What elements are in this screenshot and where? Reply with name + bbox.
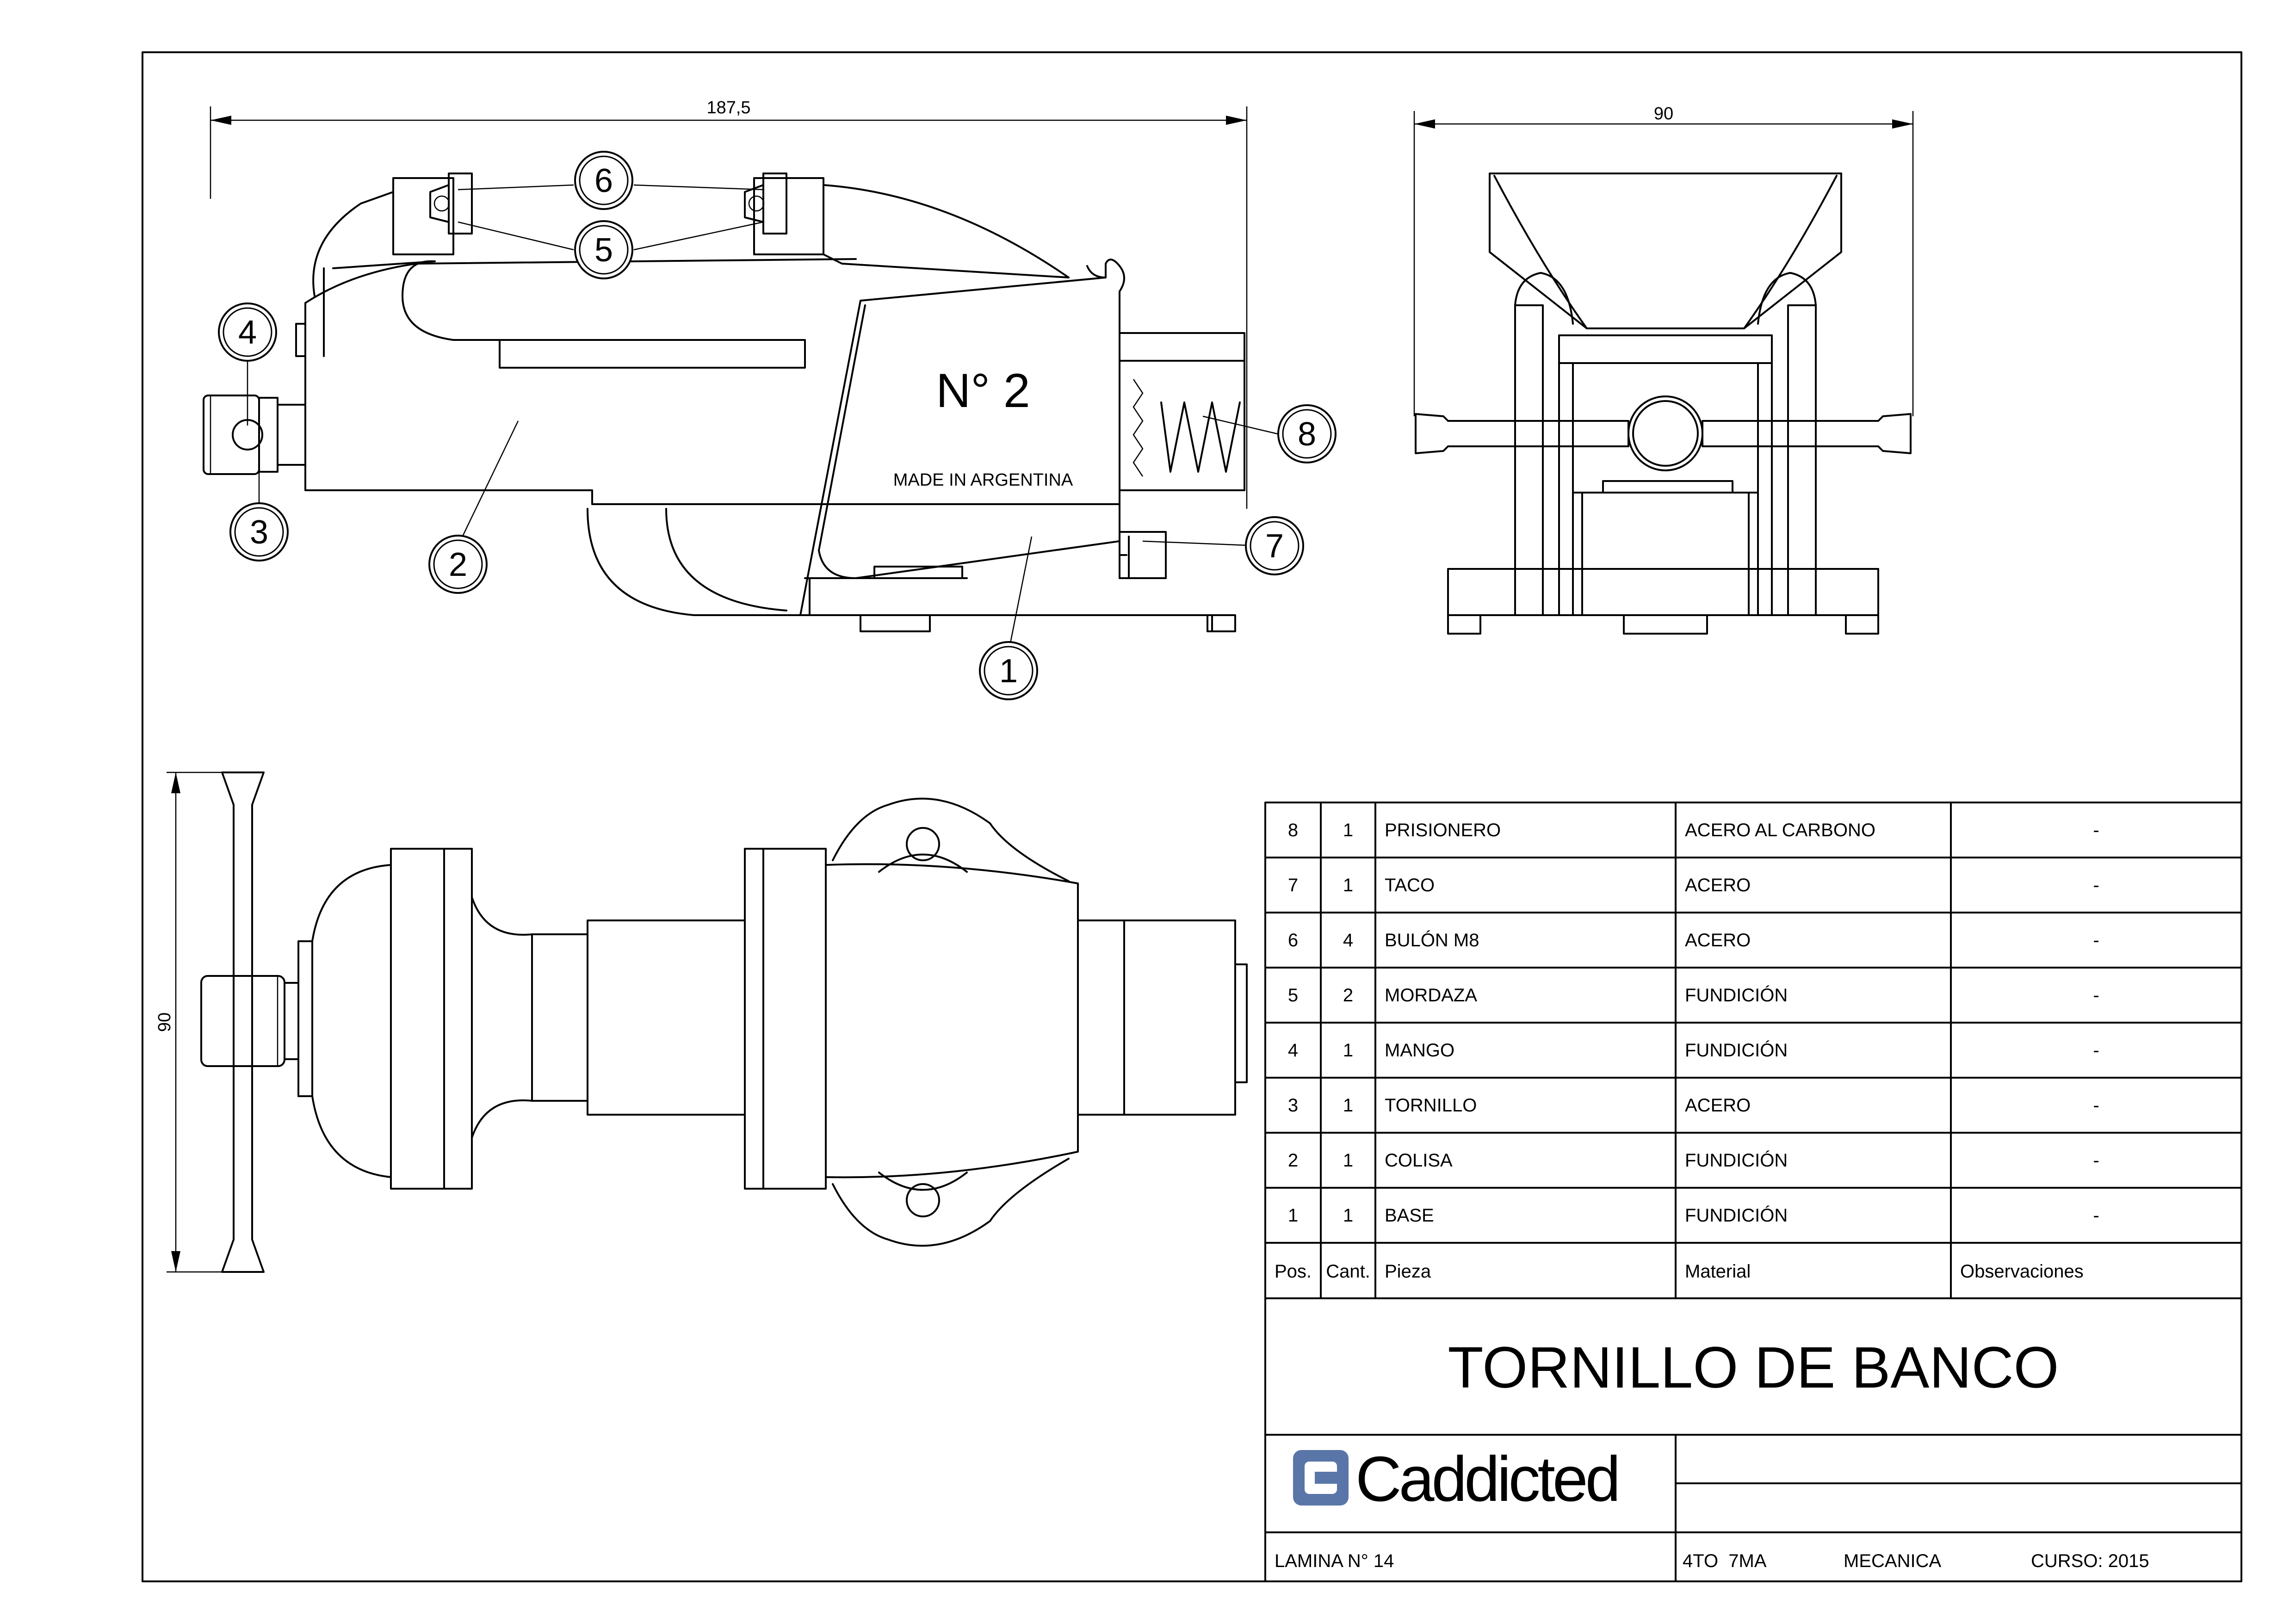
parts-row: 7 1 TACO ACERO - (1288, 875, 2099, 895)
cell-pieza: PRISIONERO (1385, 820, 1501, 840)
dimension-top-height: 90 (155, 771, 231, 1273)
cell-pieza: COLISA (1385, 1150, 1453, 1171)
balloon-7: 7 (1245, 516, 1304, 575)
cell-observaciones: - (2093, 1095, 2099, 1116)
svg-text:8: 8 (1298, 416, 1316, 453)
svg-text:1: 1 (999, 653, 1018, 690)
cell-material: ACERO (1685, 875, 1751, 895)
parts-row: 1 1 BASE FUNDICIÓN - (1288, 1205, 2099, 1226)
cell-pieza: TORNILLO (1385, 1095, 1477, 1116)
parts-row: 5 2 MORDAZA FUNDICIÓN - (1288, 985, 2099, 1006)
header-pieza: Pieza (1385, 1261, 1431, 1282)
header-material: Material (1685, 1261, 1751, 1282)
group-label: 4TO 7MA (1683, 1551, 1767, 1571)
cell-pos: 5 (1288, 985, 1298, 1006)
cell-material: FUNDICIÓN (1685, 1205, 1788, 1226)
engraving-made-in: MADE IN ARGENTINA (893, 470, 1073, 490)
dimension-label-top-height: 90 (155, 1012, 174, 1032)
cell-cant: 1 (1343, 875, 1353, 895)
cell-cant: 1 (1343, 1040, 1353, 1061)
parts-row: 4 1 MANGO FUNDICIÓN - (1288, 1040, 2099, 1061)
cell-cant: 1 (1343, 1205, 1353, 1226)
balloon-4: 4 (218, 302, 277, 362)
cell-observaciones: - (2093, 1205, 2099, 1226)
logo-text: Caddicted (1355, 1444, 1618, 1515)
cell-observaciones: - (2093, 820, 2099, 840)
svg-text:3: 3 (250, 514, 268, 551)
caddicted-logo: Caddicted (1293, 1444, 1621, 1515)
dimension-label-front-width: 90 (1654, 104, 1673, 123)
svg-text:5: 5 (594, 232, 613, 269)
cell-cant: 1 (1343, 1150, 1353, 1171)
parts-row: 6 4 BULÓN M8 ACERO - (1288, 930, 2099, 950)
cell-observaciones: - (2093, 1150, 2099, 1171)
svg-text:7: 7 (1265, 528, 1284, 565)
dimension-overall-width: 187,5 (210, 98, 1248, 509)
balloon-8: 8 (1277, 404, 1337, 463)
cell-pieza: MANGO (1385, 1040, 1454, 1061)
cell-pos: 7 (1288, 875, 1298, 895)
cell-cant: 4 (1343, 930, 1353, 950)
top-view: 90 (155, 771, 1248, 1273)
cell-material: ACERO (1685, 1095, 1751, 1116)
cell-material: FUNDICIÓN (1685, 1040, 1788, 1061)
cell-material: FUNDICIÓN (1685, 985, 1788, 1006)
cell-pos: 1 (1288, 1205, 1298, 1226)
cell-pos: 3 (1288, 1095, 1298, 1116)
engraving-number: N° 2 (936, 364, 1030, 418)
cell-cant: 1 (1343, 820, 1353, 840)
cell-pos: 4 (1288, 1040, 1298, 1061)
svg-text:2: 2 (449, 546, 467, 583)
cell-observaciones: - (2093, 1040, 2099, 1061)
area-label: MECANICA (1844, 1551, 1941, 1571)
cell-pos: 6 (1288, 930, 1298, 950)
header-observaciones: Observaciones (1960, 1261, 2084, 1282)
cell-cant: 2 (1343, 985, 1353, 1006)
cell-pos: 8 (1288, 820, 1298, 840)
cell-pieza: BULÓN M8 (1385, 930, 1479, 950)
svg-text:6: 6 (594, 162, 613, 199)
cell-pieza: MORDAZA (1385, 985, 1477, 1006)
sheet-number: LAMINA N° 14 (1275, 1551, 1394, 1571)
cell-pieza: BASE (1385, 1205, 1434, 1226)
balloon-1: 1 (979, 641, 1038, 700)
balloon-2: 2 (428, 535, 488, 594)
parts-list-header: Pos. Cant. Pieza Material Observaciones (1275, 1261, 2084, 1282)
balloon-6: 6 (574, 151, 633, 210)
balloon-3: 3 (229, 502, 289, 562)
cell-material: FUNDICIÓN (1685, 1150, 1788, 1171)
cell-material: ACERO (1685, 930, 1751, 950)
front-view: 90 (1413, 104, 1914, 635)
dimension-label-side-width: 187,5 (706, 98, 750, 117)
cell-observaciones: - (2093, 875, 2099, 895)
svg-text:4: 4 (238, 314, 257, 351)
parts-row: 2 1 COLISA FUNDICIÓN - (1288, 1150, 2099, 1171)
cell-material: ACERO AL CARBONO (1685, 820, 1875, 840)
cell-pieza: TACO (1385, 875, 1435, 895)
cell-observaciones: - (2093, 985, 2099, 1006)
parts-row: 8 1 PRISIONERO ACERO AL CARBONO - (1288, 820, 2099, 840)
cell-pos: 2 (1288, 1150, 1298, 1171)
header-cant: Cant. (1326, 1261, 1370, 1282)
cell-observaciones: - (2093, 930, 2099, 950)
side-view: 187,5 (203, 98, 1337, 700)
drawing-title: TORNILLO DE BANCO (1448, 1335, 2059, 1400)
header-pos: Pos. (1275, 1261, 1312, 1282)
title-block: TORNILLO DE BANCO Caddicted LAMINA N° 14… (1264, 1297, 2242, 1582)
jaw-screw-left (429, 173, 473, 235)
parts-row: 3 1 TORNILLO ACERO - (1288, 1095, 2099, 1116)
balloon-5: 5 (574, 220, 633, 279)
dimension-front-width: 90 (1413, 104, 1914, 416)
course-label: CURSO: 2015 (2031, 1551, 2149, 1571)
cell-cant: 1 (1343, 1095, 1353, 1116)
